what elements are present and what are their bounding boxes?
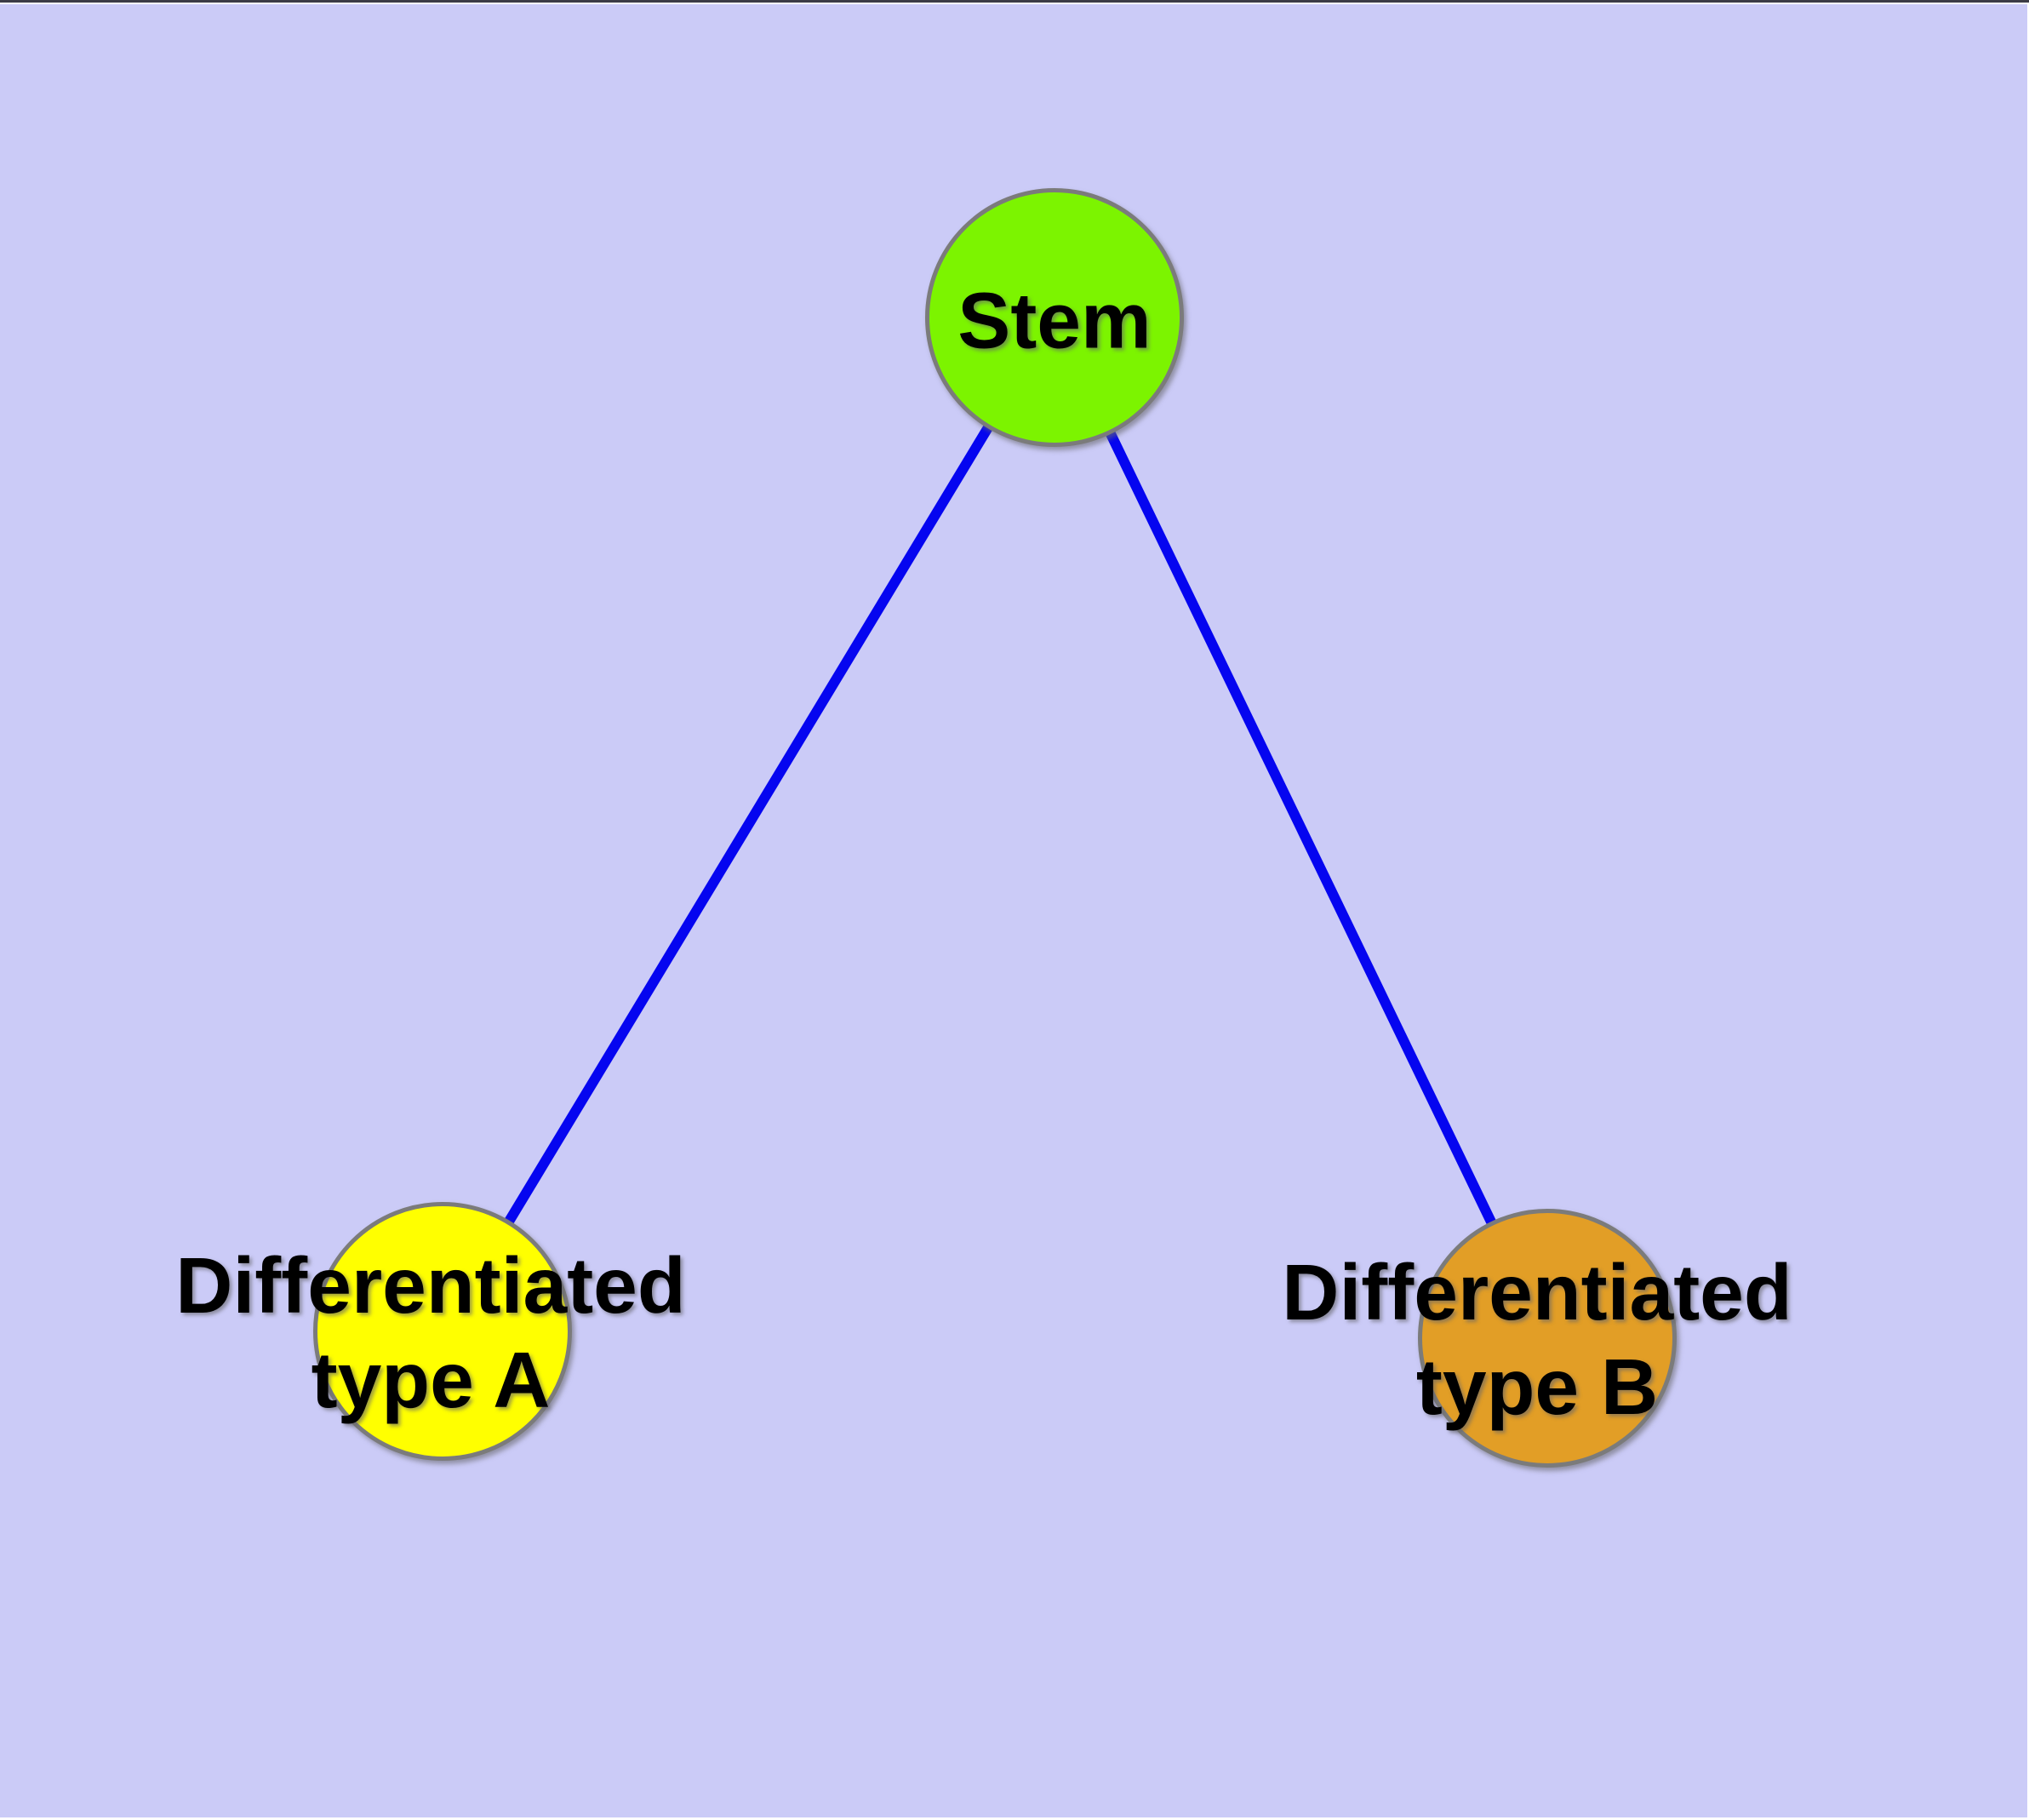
node-differentiated-type-b-label: Differentiated type B bbox=[1282, 1245, 1792, 1434]
window-top-border bbox=[0, 0, 2029, 3]
node-stem-label: Stem bbox=[957, 274, 1151, 369]
node-type-a-label-line1: Differentiated bbox=[175, 1241, 686, 1330]
node-differentiated-type-b-circle bbox=[1418, 1209, 1677, 1468]
node-stem-circle bbox=[925, 188, 1184, 447]
edge-stem-to-type-a bbox=[437, 314, 1060, 1335]
node-differentiated-type-a-label: Differentiated type A bbox=[175, 1239, 685, 1428]
node-type-b-label-line1: Differentiated bbox=[1282, 1248, 1792, 1336]
node-type-b-label-line2: type B bbox=[1415, 1342, 1659, 1431]
node-stem-label-text: Stem bbox=[957, 276, 1152, 365]
node-differentiated-type-a-circle bbox=[313, 1202, 572, 1461]
edge-stem-to-type-b bbox=[1049, 315, 1552, 1341]
node-type-a-label-line2: type A bbox=[311, 1336, 551, 1424]
